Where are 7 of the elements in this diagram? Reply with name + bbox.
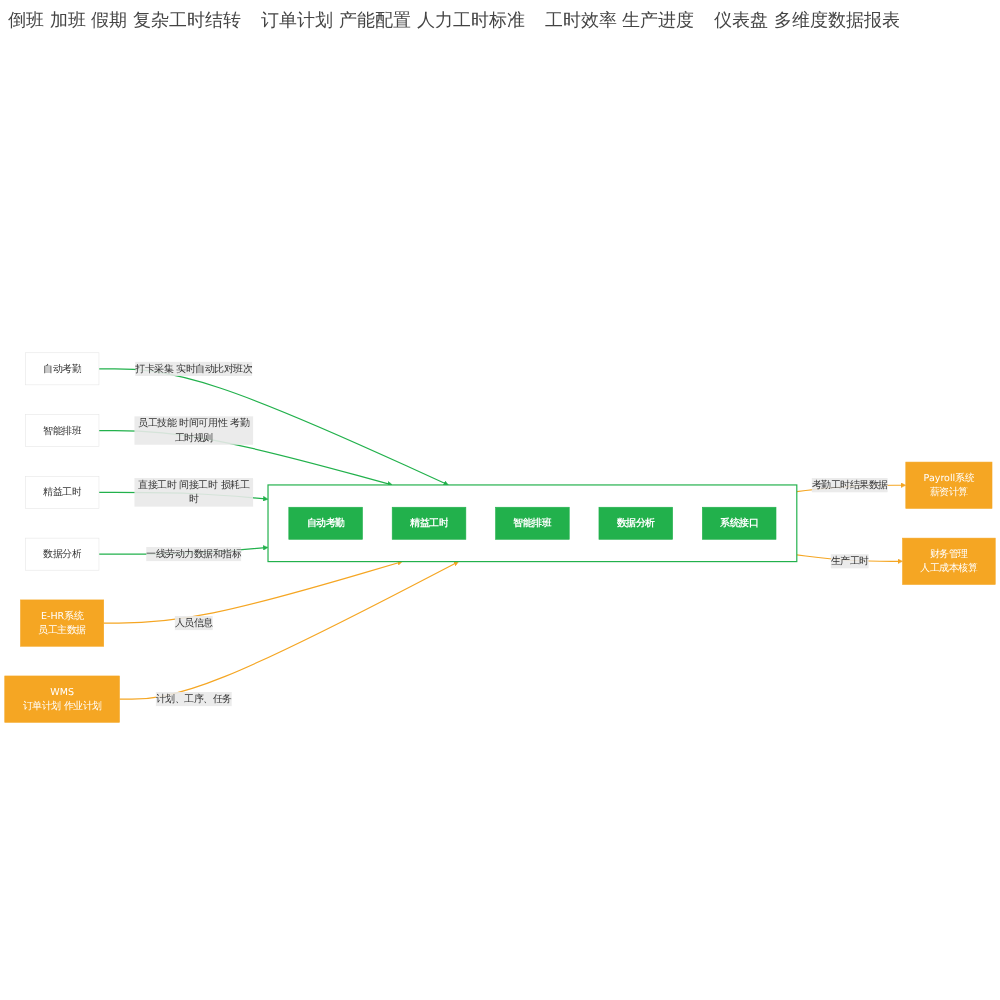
- arrow: [103, 560, 403, 625]
- cluster: [267, 484, 798, 563]
- note-text: 订单计划 产能配置 人力工时标准: [261, 9, 525, 34]
- arrow: [118, 561, 459, 701]
- note-text: 倒班 加班 假期 复杂工时结转: [8, 9, 242, 34]
- note-text: 仪表盘 多维度数据报表: [714, 9, 901, 34]
- note-text: 工时效率 生产进度: [544, 9, 695, 34]
